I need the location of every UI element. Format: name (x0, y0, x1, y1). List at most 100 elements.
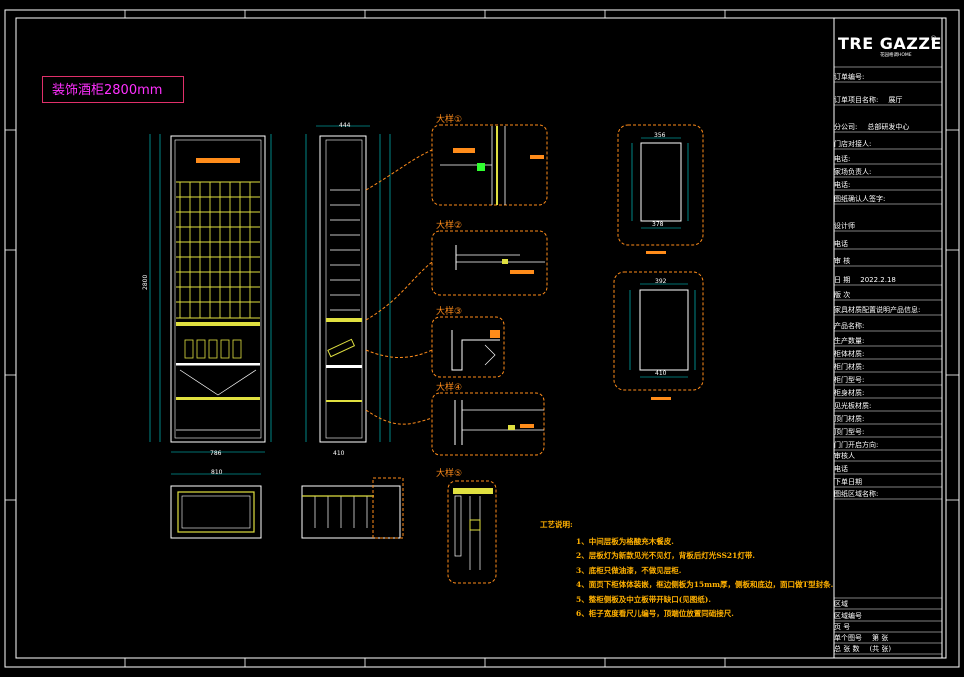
title-block-label: 顶门材质: (834, 415, 865, 423)
door1-inner-dim: 378 (652, 221, 664, 228)
brand-logo: TRE GAZZE (838, 34, 942, 53)
title-block-label: 柜体材质: (834, 350, 865, 358)
title-block-label: 审 核 (834, 257, 851, 265)
title-block-label: 电话 (834, 240, 848, 248)
title-block-row: 图纸区域名称: (834, 490, 942, 499)
title-block-label: 门门开启方向: (834, 441, 879, 449)
process-note-line: 4、面页下柜体体装嵌，框边侧板为15mm厚，侧板和底边，面口做T型封条. (576, 580, 834, 589)
title-block-value: 展厅 (888, 96, 903, 104)
door2-inner-dim: 410 (655, 370, 667, 377)
detail-label-5: 大样⑤ (436, 469, 463, 479)
detail-callouts (365, 124, 548, 584)
title-block-bottom-label: 区域编号 (834, 612, 862, 620)
front-height-dim: 2800 (142, 275, 149, 290)
process-note-line: 1、中间层板为格酸充木餐皮. (576, 536, 674, 546)
title-block-bottom-row: 区域编号 (834, 612, 942, 621)
process-note-line: 5、整柜侧板及中立板带开缺口(见图纸). (576, 594, 711, 604)
title-block-value: 2022.2.18 (860, 276, 896, 284)
title-block-bottom-row: 页 号 (834, 623, 942, 632)
process-note-line: 2、层板灯为新款见光不见灯，背板后灯光SS21灯带. (576, 551, 755, 560)
drawing-title: 装饰酒柜2800mm (42, 76, 184, 103)
detail-3-content (451, 330, 500, 371)
title-block-row: 电话 (834, 240, 942, 249)
process-note-line: 3、底柜只做油漆，不做见层柜. (576, 565, 682, 575)
detail-4-content (454, 400, 544, 445)
title-block-label: 下单日期 (834, 478, 862, 486)
title-block-bottom-label: 页 号 (834, 623, 851, 631)
title-block-row: 家具材质配置说明产品信息: (834, 306, 942, 315)
detail-1-content (440, 126, 544, 205)
door1-width-dim: 356 (654, 132, 666, 139)
title-block-bottom-row: 区域 (834, 600, 942, 609)
title-block-row: 审核人 (834, 452, 942, 461)
title-block-row: 设计师 (834, 222, 942, 231)
front-width-dim: 786 (210, 450, 222, 457)
title-block-row: 电话: (834, 155, 942, 164)
detail-2-content (455, 245, 545, 274)
title-block-row: 订单项目名称: 展厅 (834, 96, 942, 105)
title-block-label: 图纸区域名称: (834, 490, 879, 498)
detail-label-2: 大样② (436, 221, 463, 231)
inner-frame (15, 17, 947, 659)
frame-ticks (5, 10, 959, 667)
title-block-label: 审核人 (834, 452, 855, 460)
plan-view-front (170, 473, 262, 539)
title-block-row: 订单编号: (834, 73, 942, 82)
title-block-row: 产品名称: (834, 322, 942, 331)
title-block-bottom-value: 第 张 (872, 634, 889, 642)
title-block-frame (833, 17, 943, 659)
plan-view-side (301, 477, 404, 539)
process-notes-title: 工艺说明: (540, 520, 573, 529)
title-block-row: 门店对接人: (834, 140, 942, 149)
title-block-label: 日 期 (834, 276, 851, 284)
title-block-row: 日 期 2022.2.18 (834, 276, 942, 285)
title-block-row: 版 次 (834, 291, 942, 300)
title-block-row: 柜门材质: (834, 363, 942, 372)
plan-width-dim: 810 (211, 469, 223, 476)
title-block-bottom-label: 单个图号 (834, 634, 862, 642)
title-block-row: 审 核 (834, 257, 942, 266)
title-block-row: 下单日期 (834, 478, 942, 487)
detail-label-3: 大样③ (436, 307, 463, 317)
title-block-row: 电话 (834, 465, 942, 474)
process-note-line: 6、柜子宽度看尺儿编号，顶端位放置同础接尺. (576, 609, 734, 618)
title-block-bottom-label: 总 张 数 (834, 645, 860, 653)
side-depth-dim: 444 (339, 122, 351, 129)
outer-frame (4, 9, 960, 668)
brand-subtitle: 花园格调HOME (880, 53, 912, 58)
title-block-bottom-row: 总 张 数 (共 张) (834, 645, 942, 654)
door-panel-1 (617, 124, 704, 254)
title-block-row: 生产数量: (834, 337, 942, 346)
title-block-row: 门门开启方向: (834, 441, 942, 450)
title-block-value: 总部研发中心 (867, 123, 910, 131)
title-block-label: 柜门材质: (834, 363, 865, 371)
detail-label-1: 大样① (436, 115, 463, 125)
side-base-dim: 410 (333, 450, 345, 457)
title-block-label: 门店对接人: (834, 140, 872, 148)
title-block-lines (834, 66, 942, 655)
title-block-bottom-value: (共 张) (869, 645, 892, 653)
title-block-label: 分公司: (834, 123, 858, 131)
title-block-bottom-label: 区域 (834, 600, 848, 608)
title-block-label: 电话 (834, 465, 848, 473)
title-block-label: 电话: (834, 155, 851, 163)
title-block-label: 家具材质配置说明产品信息: (834, 306, 921, 314)
title-block-row: 图纸确认人签字: (834, 195, 942, 204)
title-block-label: 产品名称: (834, 322, 865, 330)
title-block-label: 柜身材质: (834, 389, 865, 397)
title-block-bottom-row: 单个图号 第 张 (834, 634, 942, 643)
registered-mark: ® (930, 35, 937, 43)
title-block-row: 分公司: 总部研发中心 (834, 123, 942, 132)
title-block-label: 柜门型号: (834, 376, 865, 384)
process-notes: 工艺说明: 1、中间层板为格酸充木餐皮. 2、层板灯为新款见光不见灯，背板后灯光… (540, 518, 833, 622)
door2-width-dim: 392 (655, 278, 667, 285)
title-block-label: 订单项目名称: (834, 96, 879, 104)
title-block-row: 家场负责人: (834, 168, 942, 177)
title-block-row: 顶门材质: (834, 415, 942, 424)
title-block-label: 版 次 (834, 291, 851, 299)
title-block-row: 顶门型号: (834, 428, 942, 437)
front-elevation (149, 134, 272, 453)
title-block-label: 电话: (834, 181, 851, 189)
detail-5-content (453, 488, 493, 570)
title-block-label: 见光板材质: (834, 402, 872, 410)
